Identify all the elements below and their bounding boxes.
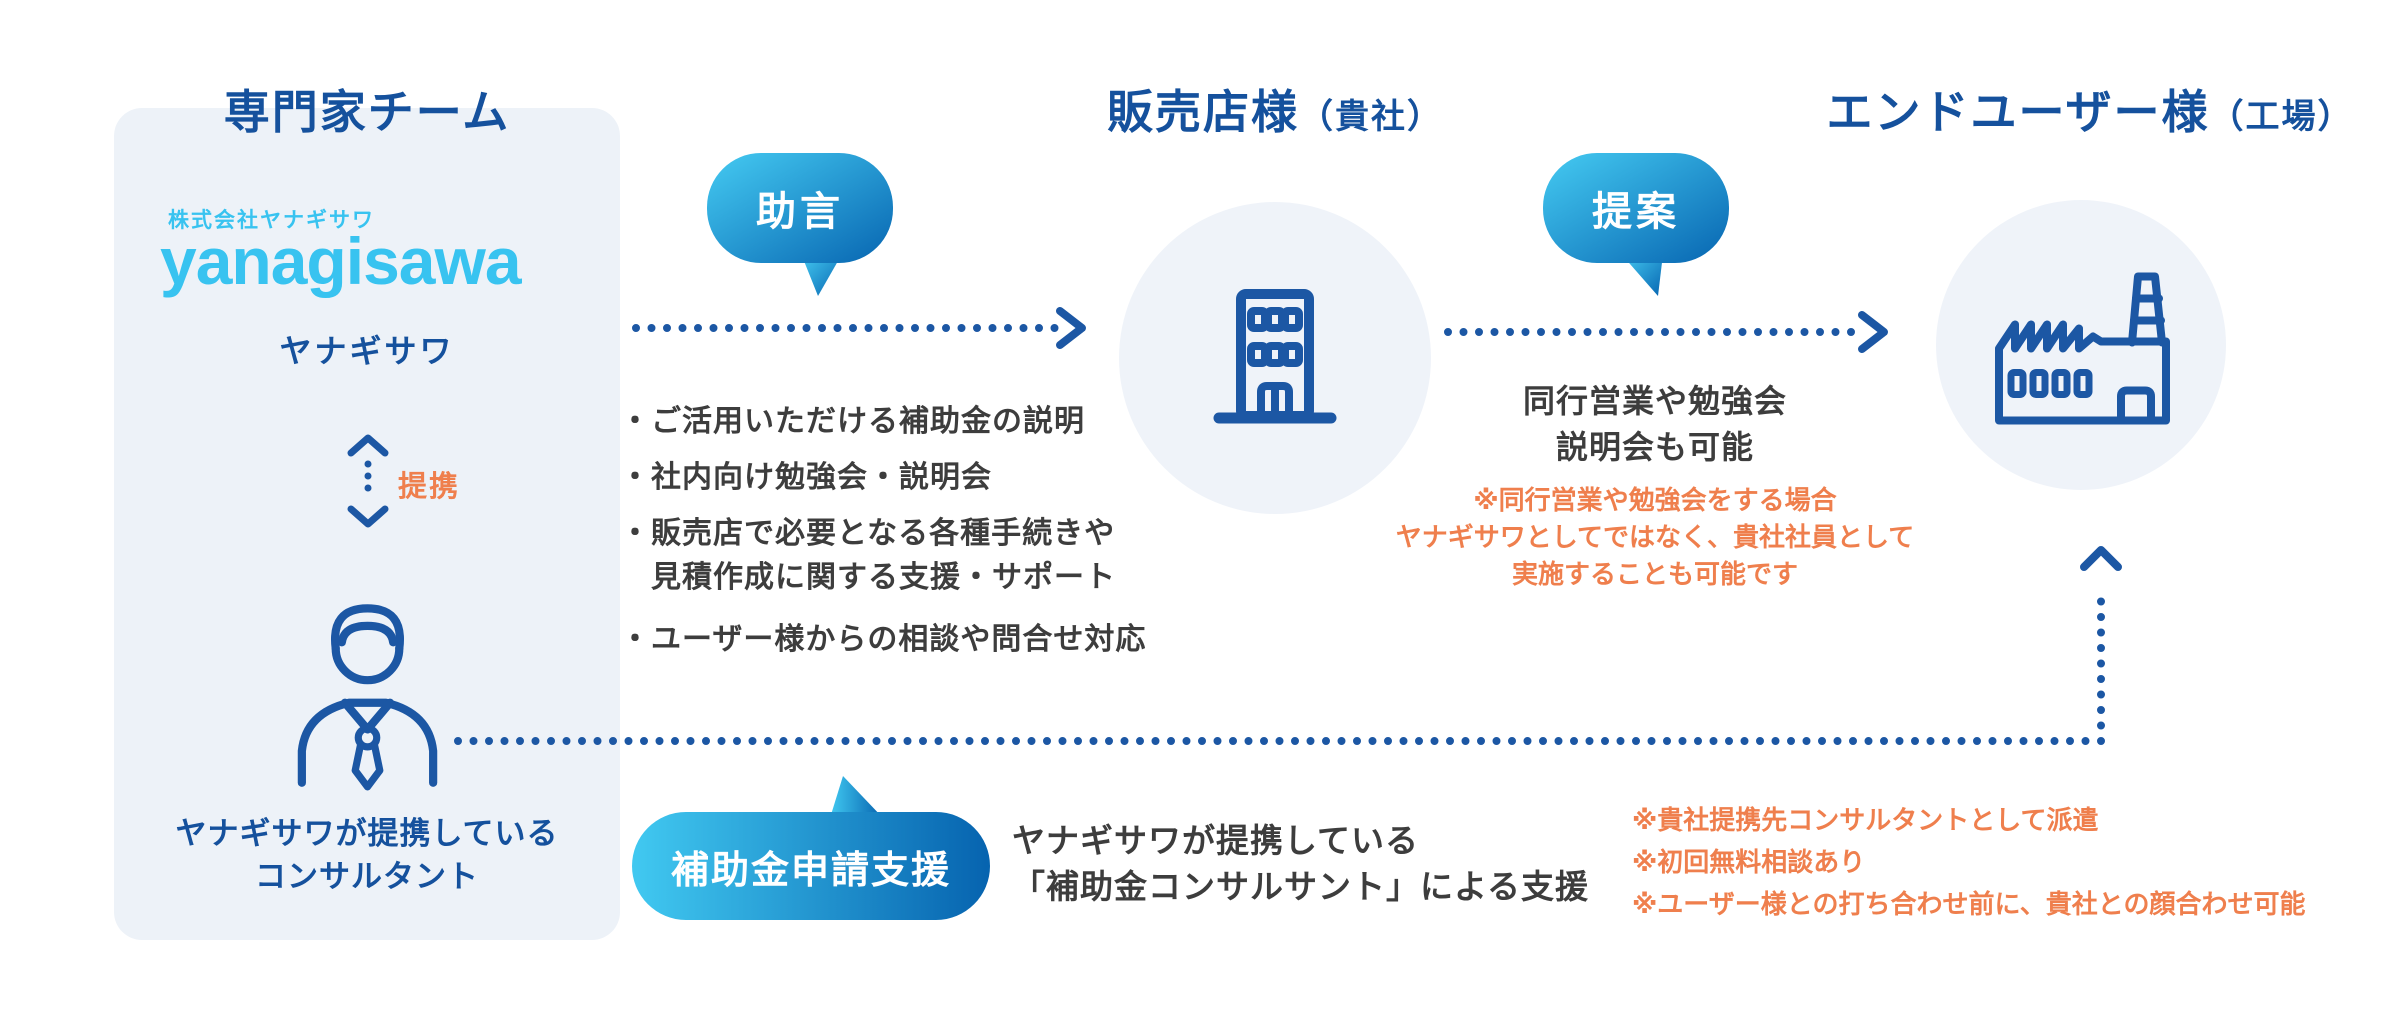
end-user-heading-main: エンドユーザー様: [1826, 86, 2210, 138]
partnership-label: 提携: [398, 471, 461, 503]
yanagisawa-logo-company-text: 株式会社ヤナギサワ: [168, 209, 375, 232]
advice-bubble-shape: [707, 153, 893, 296]
consultant-caption: ヤナギサワが提携している コンサルタント: [114, 812, 620, 898]
subsidy-description: ヤナギサワが提携している 「補助金コンサルサント」による支援: [1012, 818, 1589, 910]
consultant-caption-line1: ヤナギサワが提携している: [175, 816, 559, 851]
company-name-label: ヤナギサワ: [279, 333, 455, 369]
partnership-arrowhead-down-icon: [347, 505, 389, 528]
subsidy-notes: ※貴社提携先コンサルタントとして派遣 ※初回無料相談あり ※ユーザー様との打ち合…: [1632, 799, 2305, 925]
dealer-circle: [1119, 202, 1431, 514]
dealer-heading-sub: （貴社）: [1299, 98, 1443, 136]
expert-team-heading: 専門家チーム: [223, 86, 511, 138]
advice-arrowhead-icon: [1056, 307, 1086, 349]
subsidy-bubble-label: 補助金申請支援: [670, 849, 951, 892]
proposal-caution-line2: ヤナギサワとしてではなく、貴社社員として: [1395, 522, 1915, 552]
subsidy-bubble-shape: [632, 776, 990, 920]
subsidy-note-3: ※ユーザー様との打ち合わせ前に、貴社との顔合わせ可能: [1632, 889, 2306, 919]
advice-bubble-label: 助言: [756, 190, 844, 234]
proposal-caution: ※同行営業や勉強会をする場合 ヤナギサワとしてではなく、貴社社員として 実施する…: [1390, 482, 1920, 593]
advice-point-2: ・社内向け勉強会・説明会: [620, 461, 992, 494]
subsidy-note-2: ※初回無料相談あり: [1632, 847, 1866, 877]
advice-point-3-line1: ・販売店で必要となる各種手続きや: [620, 517, 1116, 550]
advice-point-4: ・ユーザー様からの相談や問合せ対応: [620, 623, 1147, 656]
end-user-heading: エンドユーザー様（工場）: [1790, 84, 2390, 145]
end-user-circle: [1936, 200, 2226, 490]
consultant-route-arrowhead-icon: [2080, 546, 2122, 571]
dealer-heading: 販売店様（貴社）: [1025, 84, 1525, 145]
end-user-heading-sub: （工場）: [2209, 98, 2354, 136]
consultant-caption-line2: コンサルタント: [255, 859, 479, 894]
advice-point-3-line2: 見積作成に関する支援・サポート: [620, 561, 1116, 594]
proposal-note: 同行営業や勉強会 説明会も可能: [1445, 378, 1865, 470]
proposal-note-line1: 同行営業や勉強会: [1522, 383, 1787, 419]
subsidy-description-line1: ヤナギサワが提携している: [1012, 822, 1420, 859]
office-building-icon: [1213, 289, 1337, 424]
consultant-person-icon: [297, 604, 438, 791]
proposal-caution-line1: ※同行営業や勉強会をする場合: [1473, 485, 1837, 515]
proposal-note-line2: 説明会も可能: [1555, 429, 1754, 465]
subsidy-note-1: ※貴社提携先コンサルタントとして派遣: [1632, 805, 2099, 835]
yanagisawa-logo-wordmark: yanagisawa: [160, 224, 522, 298]
subsidy-description-line2: 「補助金コンサルサント」による支援: [1012, 868, 1590, 905]
advice-point-1: ・ご活用いただける補助金の説明: [620, 405, 1085, 438]
advice-speech-bubble: 助言: [702, 150, 902, 300]
proposal-speech-bubble: 提案: [1538, 150, 1738, 300]
proposal-caution-line3: 実施することも可能です: [1511, 559, 1798, 589]
subsidy-pill-bubble: 補助金申請支援: [630, 774, 1012, 922]
dealer-heading-main: 販売店様: [1107, 86, 1299, 138]
consultant-route-arrow-icon: [454, 586, 2105, 745]
factory-icon: [1995, 272, 2170, 425]
proposal-bubble-shape: [1543, 153, 1729, 296]
proposal-bubble-label: 提案: [1592, 190, 1680, 234]
partnership-arrowhead-up-icon: [347, 434, 389, 457]
proposal-arrowhead-icon: [1858, 311, 1888, 353]
